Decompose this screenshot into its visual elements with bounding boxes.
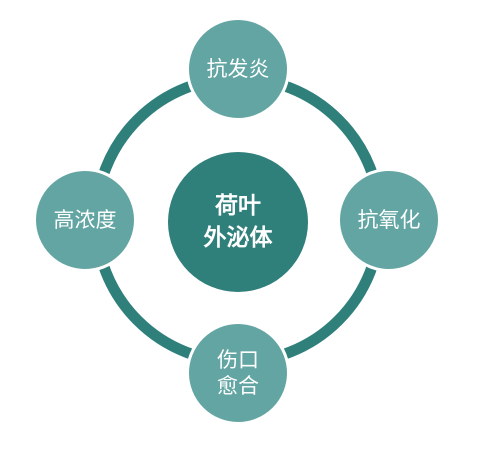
center-node-lotus-exosome: 荷叶 外泌体 <box>168 152 308 292</box>
node-label: 抗发炎 <box>206 57 270 81</box>
node-label: 抗氧化 <box>357 208 421 232</box>
center-label-line-1: 荷叶 <box>215 193 261 219</box>
node-label: 高浓度 <box>53 208 117 232</box>
center-label-line-2: 外泌体 <box>203 225 273 251</box>
node-anti-inflammation: 抗发炎 <box>186 17 290 121</box>
node-label-line-2: 愈合 <box>217 374 259 398</box>
node-high-concentration: 高浓度 <box>33 168 137 272</box>
node-wound-healing: 伤口 愈合 <box>186 321 290 425</box>
node-label-line-1: 伤口 <box>217 348 259 372</box>
node-antioxidant: 抗氧化 <box>337 168 441 272</box>
